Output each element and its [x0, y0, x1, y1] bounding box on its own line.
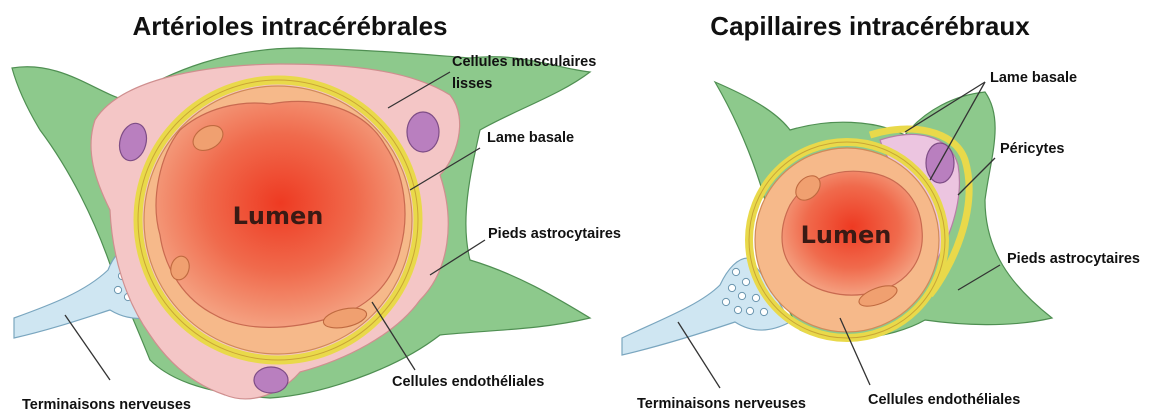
arteriole-panel: Artérioles intracérébrales: [12, 11, 621, 413]
arteriole-label-muscle-2: lisses: [452, 76, 492, 92]
arteriole-leader-nerve: [65, 315, 110, 380]
capillary-panel: Capillaires intracérébraux Lumen: [622, 11, 1140, 412]
capillary-title: Capillaires intracérébraux: [710, 11, 1030, 41]
capillary-label-pericytes: Péricytes: [1000, 141, 1065, 157]
arteriole-label-muscle-1: Cellules musculaires: [452, 54, 596, 70]
capillary-label-nerve: Terminaisons nerveuses: [637, 396, 806, 412]
capillary-label-basal: Lame basale: [990, 70, 1077, 86]
arteriole-lumen-label: Lumen: [233, 202, 324, 230]
arteriole-label-nerve: Terminaisons nerveuses: [22, 397, 191, 413]
arteriole-title: Artérioles intracérébrales: [132, 11, 447, 41]
arteriole-label-astro: Pieds astrocytaires: [488, 226, 621, 242]
capillary-label-astro: Pieds astrocytaires: [1007, 251, 1140, 267]
capillary-lumen-label: Lumen: [801, 221, 892, 249]
arteriole-label-endo: Cellules endothéliales: [392, 374, 544, 390]
capillary-label-endo: Cellules endothéliales: [868, 392, 1020, 408]
arteriole-label-basal: Lame basale: [487, 130, 574, 146]
